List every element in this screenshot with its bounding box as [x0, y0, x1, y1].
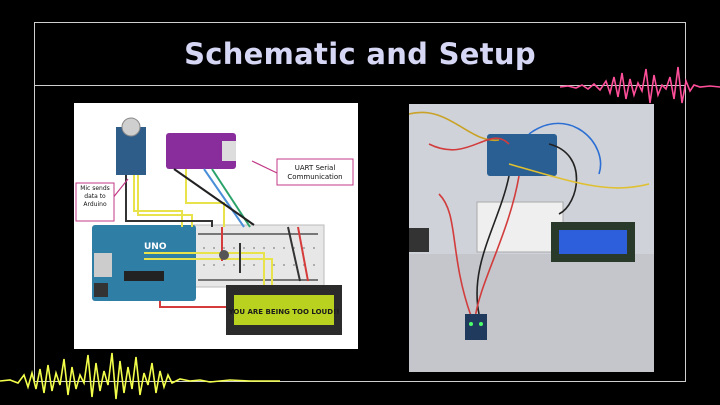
slide-frame: [34, 22, 686, 382]
arduino-label: UNO: [144, 242, 167, 252]
setup-photo-drawing: [408, 104, 654, 372]
yellow-waveform-decoration: [0, 352, 280, 400]
lcd-text: YOU ARE BEING TOO LOUD!!: [228, 308, 340, 316]
photo-arduino: [487, 134, 557, 176]
uart-note-line1: UART Serial: [295, 164, 336, 172]
photo-mic-sensor: [465, 314, 487, 340]
title-bar: Schematic and Setup: [34, 22, 686, 86]
uart-board: [166, 133, 236, 169]
mic-note-box: [75, 182, 115, 222]
pink-waveform-decoration: [560, 66, 720, 104]
schematic-drawing: UNO Mic sends data to Ardui: [75, 117, 354, 335]
photo-lcd-screen: [559, 230, 627, 254]
breadboard: [191, 224, 325, 288]
slide-title: Schematic and Setup: [184, 36, 536, 71]
schematic-diagram: UNO Mic sends data to Ardui: [74, 103, 358, 349]
uart-note-line2: Communication: [287, 173, 342, 181]
photo-breadboard: [476, 201, 564, 253]
uart-note-box: [276, 158, 354, 186]
lcd-screen: [234, 295, 334, 325]
setup-photo: [408, 104, 654, 372]
potentiometer: [219, 250, 229, 260]
mic-note-text: Mic sends data to Arduino: [80, 185, 110, 208]
arduino-board: [92, 225, 196, 301]
